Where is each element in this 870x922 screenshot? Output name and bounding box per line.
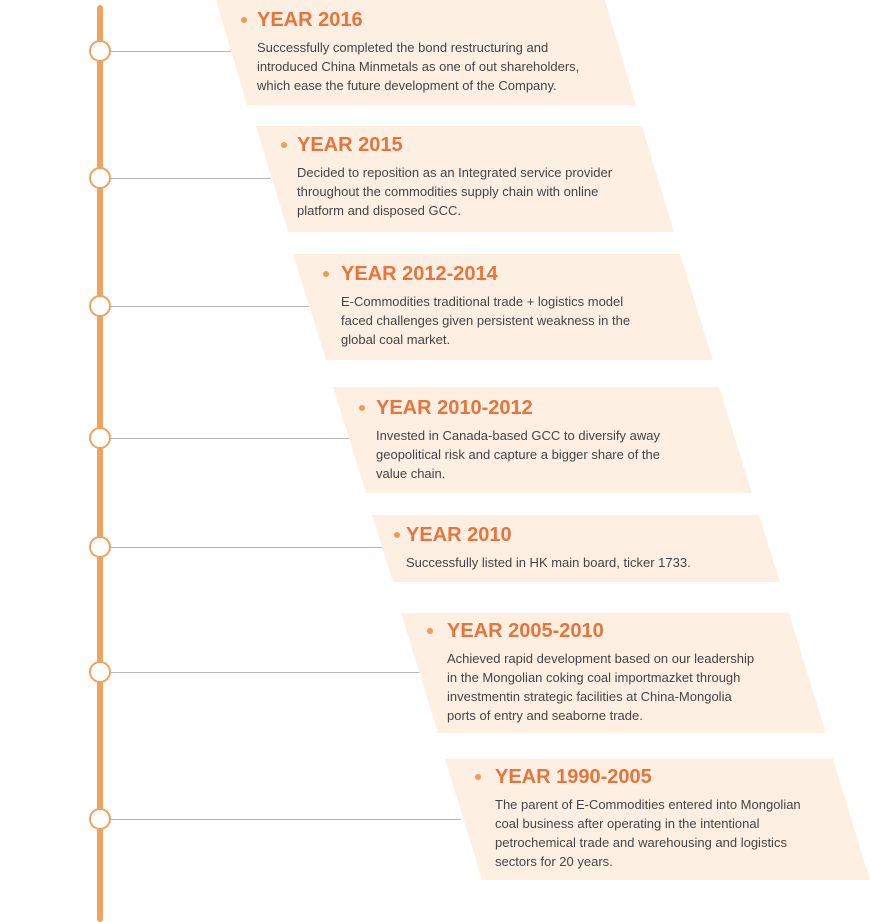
milestone-content: YEAR 2016 Successfully completed the bon… bbox=[241, 8, 580, 95]
milestone-content: YEAR 2015 Decided to reposition as an In… bbox=[281, 133, 613, 220]
milestone-title: YEAR 2005-2010 bbox=[447, 620, 604, 642]
milestone-content: YEAR 1990-2005 The parent of E-Commoditi… bbox=[475, 765, 801, 871]
milestone-description: Achieved rapid development based on our … bbox=[447, 651, 755, 723]
milestone-description: The parent of E-Commodities entered into… bbox=[495, 797, 801, 869]
milestone-card bbox=[372, 515, 780, 582]
milestone-content: YEAR 2012-2014 E-Commodities traditional… bbox=[323, 262, 631, 349]
milestone-card bbox=[293, 254, 713, 360]
milestone-title: YEAR 2012-2014 bbox=[341, 263, 498, 285]
milestone-card bbox=[445, 759, 870, 880]
milestone-description: Successfully listed in HK main board, ti… bbox=[406, 555, 691, 570]
timeline-node[interactable] bbox=[89, 40, 111, 62]
bullet-icon bbox=[323, 271, 329, 277]
timeline-node[interactable] bbox=[89, 661, 111, 683]
milestone-description: Invested in Canada-based GCC to diversif… bbox=[376, 428, 661, 481]
timeline-node[interactable] bbox=[89, 295, 111, 317]
milestone-title: YEAR 2015 bbox=[297, 134, 403, 156]
timeline-connector bbox=[111, 178, 271, 179]
bullet-icon bbox=[475, 774, 481, 780]
bullet-icon bbox=[241, 17, 247, 23]
milestone-card bbox=[333, 387, 752, 493]
milestone-description: Decided to reposition as an Integrated s… bbox=[297, 165, 613, 218]
milestone-description: Successfully completed the bond restruct… bbox=[257, 40, 580, 93]
timeline-node[interactable] bbox=[89, 167, 111, 189]
milestone-card bbox=[216, 0, 636, 105]
bullet-icon bbox=[359, 405, 365, 411]
timeline-connector bbox=[111, 306, 311, 307]
timeline-connector bbox=[111, 51, 231, 52]
timeline-line bbox=[97, 5, 103, 922]
timeline-connector bbox=[111, 672, 421, 673]
milestone-content: YEAR 2005-2010 Achieved rapid developmen… bbox=[427, 619, 755, 725]
timeline-node[interactable] bbox=[89, 808, 111, 830]
milestone-content: YEAR 2010 Successfully listed in HK main… bbox=[394, 523, 691, 572]
bullet-icon bbox=[394, 532, 400, 538]
timeline-node[interactable] bbox=[89, 536, 111, 558]
milestone-card bbox=[401, 613, 826, 733]
milestone-card bbox=[256, 126, 674, 232]
bullet-icon bbox=[427, 628, 433, 634]
milestone-title: YEAR 2016 bbox=[257, 9, 363, 31]
timeline-connector bbox=[111, 547, 387, 548]
bullet-icon bbox=[281, 142, 287, 148]
milestone-title: YEAR 1990-2005 bbox=[495, 766, 652, 788]
milestone-description: E-Commodities traditional trade + logist… bbox=[341, 294, 631, 347]
timeline-connector bbox=[111, 438, 351, 439]
timeline-connector bbox=[111, 819, 461, 820]
milestone-title: YEAR 2010-2012 bbox=[376, 397, 533, 419]
timeline-node[interactable] bbox=[89, 427, 111, 449]
milestone-title: YEAR 2010 bbox=[406, 524, 512, 546]
milestone-content: YEAR 2010-2012 Invested in Canada-based … bbox=[359, 396, 661, 483]
